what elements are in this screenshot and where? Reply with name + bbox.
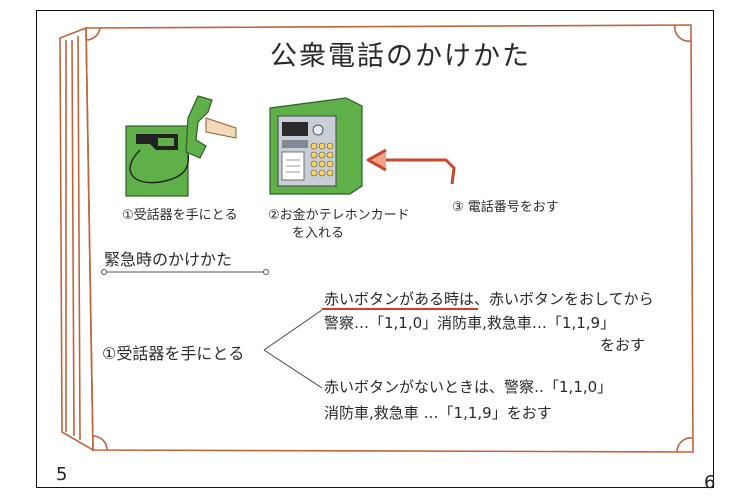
step-2-caption-line1: ②お金かテレホンカード <box>268 208 410 223</box>
no-red-button-line2: 消防車,救急車 …「1,1,9」をおす <box>324 404 552 422</box>
red-button-line3: をおす <box>600 336 646 354</box>
emergency-step-1: ①受話器を手にとる <box>102 344 245 363</box>
branch-lines <box>263 309 323 389</box>
red-button-instruction: は、赤いボタンをおしてから <box>459 290 654 308</box>
heading-underline <box>101 269 269 275</box>
receiver-phone-icon <box>125 95 237 197</box>
step-1-caption: ①受話器を手にとる <box>122 208 238 223</box>
step-2-caption-line2: を入れる <box>292 226 345 241</box>
page-number-right: 6 <box>704 472 716 493</box>
page-frame <box>36 10 714 488</box>
step-3-caption: ③ 電話番号をおす <box>452 200 559 215</box>
payphone-icon <box>269 97 363 195</box>
red-button-condition: 赤いボタンがある時 <box>324 290 460 308</box>
red-arrow-icon <box>366 148 456 185</box>
no-red-button-line1: 赤いボタンがないときは、警察‥「1,1,0」 <box>324 378 613 396</box>
book-border <box>59 24 694 453</box>
emergency-heading: 緊急時のかけかた <box>104 250 233 269</box>
page-number-left: 5 <box>56 464 68 485</box>
red-button-line2: 警察…「1,1,0」消防車,救急車…「1,1,9」 <box>324 314 616 332</box>
red-button-line1: 赤いボタンがある時は、赤いボタンをおしてから <box>324 288 654 309</box>
page-title: 公衆電話のかけかた <box>270 41 531 72</box>
